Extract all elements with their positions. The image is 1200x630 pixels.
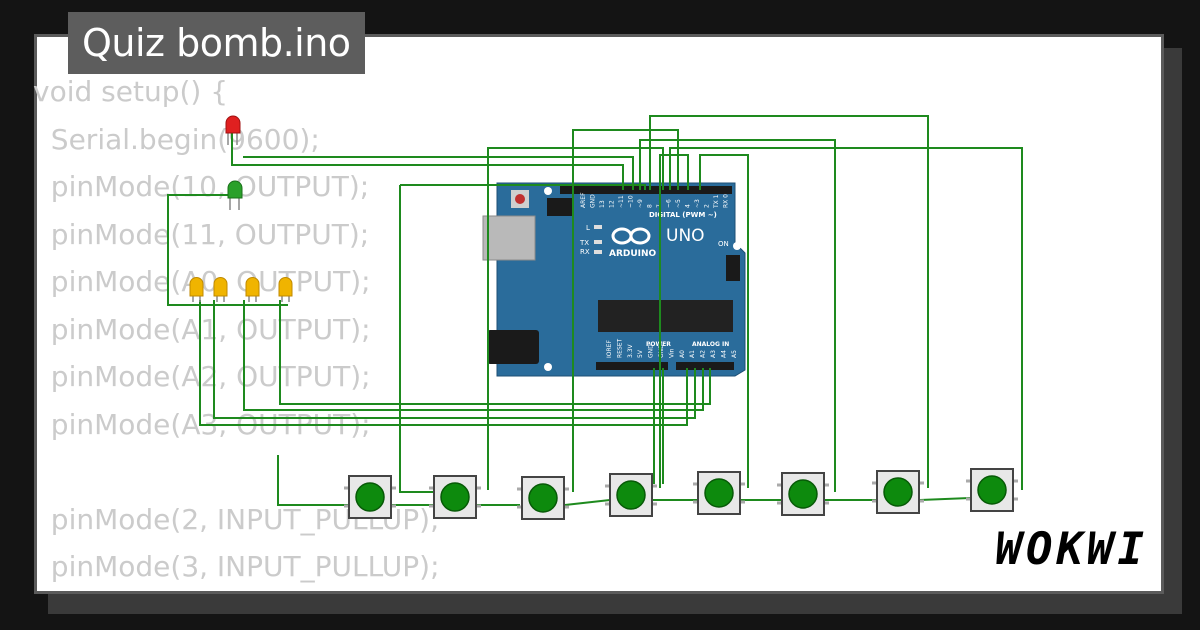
pin-label: IOREF <box>606 340 613 358</box>
analog-label: ANALOG IN <box>692 341 729 348</box>
code-preview: void setup() { Serial.begin(9600); pinMo… <box>33 68 440 591</box>
push-button[interactable] <box>605 473 657 517</box>
code-line: pinMode(3, INPUT_PULLUP); <box>33 550 440 583</box>
pin-label: TX 1 <box>713 194 720 209</box>
led-green[interactable] <box>227 180 243 210</box>
pin-label: Vin <box>668 348 675 358</box>
wire <box>669 147 1023 490</box>
pin-label: 13 <box>599 200 606 208</box>
wokwi-logo: WOKWI <box>995 524 1148 575</box>
pin-label: 12 <box>609 200 616 208</box>
led-red[interactable] <box>225 115 241 145</box>
wire <box>919 497 971 501</box>
wire <box>279 300 711 405</box>
wire <box>649 115 929 488</box>
code-line: pinMode(2, INPUT_PULLUP); <box>33 502 440 536</box>
push-button[interactable] <box>872 470 924 514</box>
wire <box>199 300 688 426</box>
l-label: L <box>586 224 590 232</box>
rx-label: RX <box>580 248 590 256</box>
wire <box>231 120 624 190</box>
pin-label: A0 <box>679 350 686 358</box>
pin-label: A3 <box>710 350 717 358</box>
push-button[interactable] <box>966 468 1018 512</box>
code-line: pinMode(A1, OUTPUT); <box>33 312 371 346</box>
pin-label: RESET <box>616 338 623 358</box>
pin-label: 3.3V <box>627 343 634 358</box>
wire <box>167 194 288 306</box>
wire <box>243 156 634 190</box>
power-jack <box>487 330 539 364</box>
pin-label: 5V <box>637 349 644 358</box>
pin-label: ~9 <box>637 199 644 208</box>
wire <box>277 455 350 506</box>
wire <box>399 185 435 493</box>
on-label: ON <box>718 240 729 248</box>
wire <box>400 184 646 190</box>
wire <box>639 139 836 492</box>
code-line: pinMode(A2, OUTPUT); <box>33 360 371 393</box>
wire <box>572 129 679 492</box>
tx-label: TX <box>579 239 589 247</box>
wires <box>167 115 1023 506</box>
pin-label: GND <box>658 344 665 358</box>
led-yellow[interactable] <box>189 277 204 302</box>
pin-label: ~5 <box>675 199 682 208</box>
wire <box>243 300 704 411</box>
pin-label: A4 <box>720 350 727 358</box>
pin-label: ~10 <box>628 195 635 208</box>
pin-label: ~6 <box>666 199 673 208</box>
wire <box>487 147 664 490</box>
pin-label: 2 <box>704 204 711 208</box>
pin-label: ~3 <box>694 199 701 208</box>
uno-label: UNO <box>666 226 705 246</box>
pin-label: RX 0 <box>723 194 730 208</box>
pin-label: GND <box>648 344 655 358</box>
led-yellow[interactable] <box>245 277 260 302</box>
atmega-chip <box>598 300 733 332</box>
analog-header <box>676 362 734 370</box>
wire <box>213 300 696 419</box>
pin-label: A1 <box>689 350 696 358</box>
push-button[interactable] <box>344 475 396 519</box>
code-line: Serial.begin(9600); <box>33 122 320 156</box>
pin-label: A2 <box>700 350 707 358</box>
led-yellow[interactable] <box>278 277 293 302</box>
page-title: Quiz bomb.ino <box>68 12 365 74</box>
pin-label: ~11 <box>618 195 625 208</box>
code-line: pinMode(10, OUTPUT); <box>33 170 370 203</box>
arduino-uno-board[interactable]: DIGITAL (PWM ~) UNO ARDUINO ON TX RX L P… <box>482 182 746 377</box>
code-line: pinMode(11, OUTPUT); <box>33 217 370 251</box>
digital-label: DIGITAL (PWM ~) <box>649 211 717 219</box>
pin-label: GND <box>590 194 597 208</box>
led-yellow[interactable] <box>213 277 228 302</box>
code-line: void setup() { <box>33 75 229 108</box>
power-label: POWER <box>646 341 671 348</box>
pin-label: AREF <box>580 192 587 208</box>
push-button[interactable] <box>777 472 829 516</box>
wire <box>699 154 749 488</box>
wire <box>659 154 689 488</box>
pin-label: A5 <box>731 350 738 358</box>
arduino-label: ARDUINO <box>609 249 657 259</box>
wire <box>564 499 611 506</box>
usb-port <box>482 215 536 261</box>
push-button[interactable] <box>429 475 481 519</box>
arduino-logo-icon <box>611 227 651 245</box>
push-button[interactable] <box>517 476 569 520</box>
pin-label: 4 <box>685 204 692 208</box>
pin-label: 8 <box>647 204 654 208</box>
push-button[interactable] <box>693 471 745 515</box>
power-header <box>596 362 668 370</box>
